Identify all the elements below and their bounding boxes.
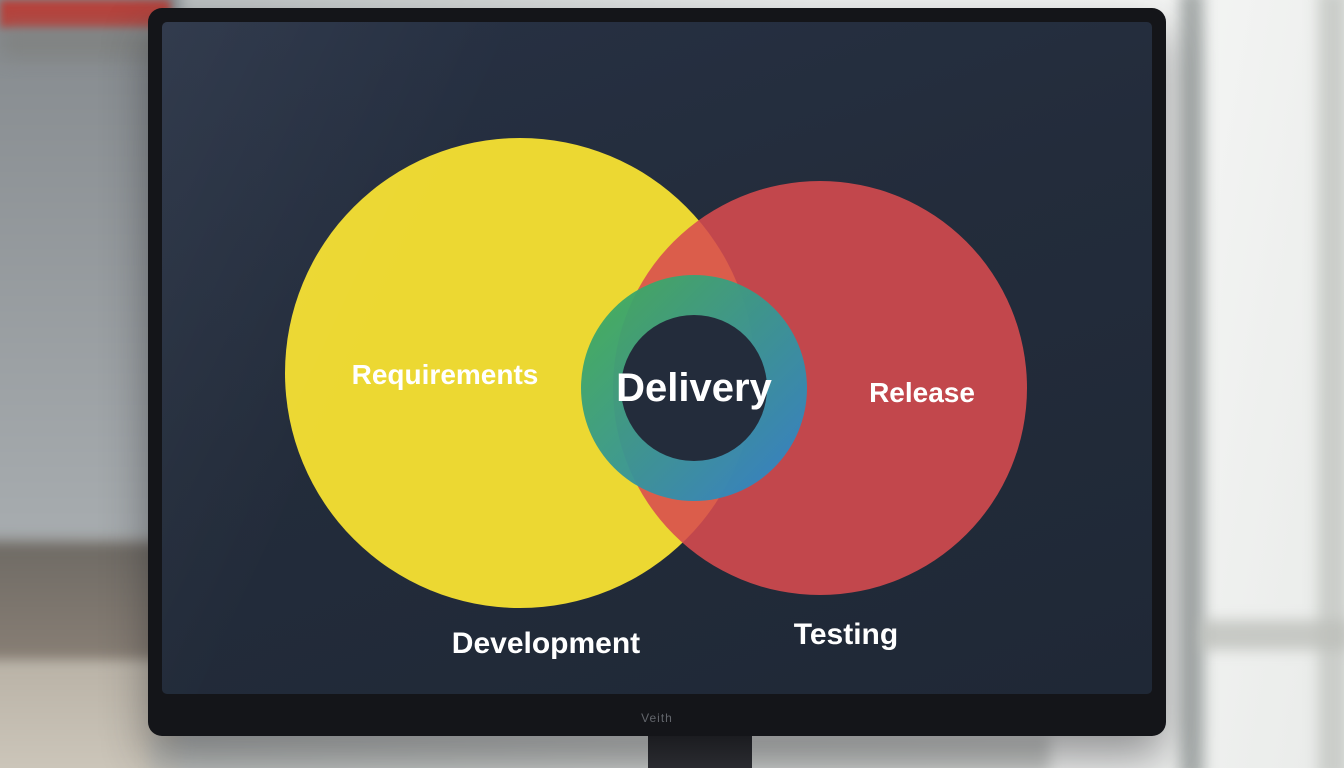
label-testing: Testing — [794, 618, 898, 651]
monitor-screen: Requirements Release Delivery Developmen… — [162, 22, 1152, 694]
venn-center-disc — [621, 315, 767, 461]
monitor-stand — [648, 736, 752, 768]
red-object — [0, 0, 170, 28]
label-delivery: Delivery — [616, 366, 772, 410]
window-frame-right — [1318, 0, 1344, 768]
venn-diagram: Requirements Release Delivery Developmen… — [285, 138, 1027, 660]
venn-circle-requirements — [285, 138, 755, 608]
label-development: Development — [452, 627, 640, 660]
window-frame — [1180, 0, 1204, 768]
background-desk — [0, 540, 170, 670]
label-release: Release — [869, 377, 975, 408]
monitor-brand-logo: Veith — [641, 711, 673, 725]
monitor: Requirements Release Delivery Developmen… — [148, 8, 1166, 736]
label-requirements: Requirements — [352, 359, 539, 390]
window-sill — [1200, 620, 1344, 650]
desk-surface — [150, 735, 1050, 768]
